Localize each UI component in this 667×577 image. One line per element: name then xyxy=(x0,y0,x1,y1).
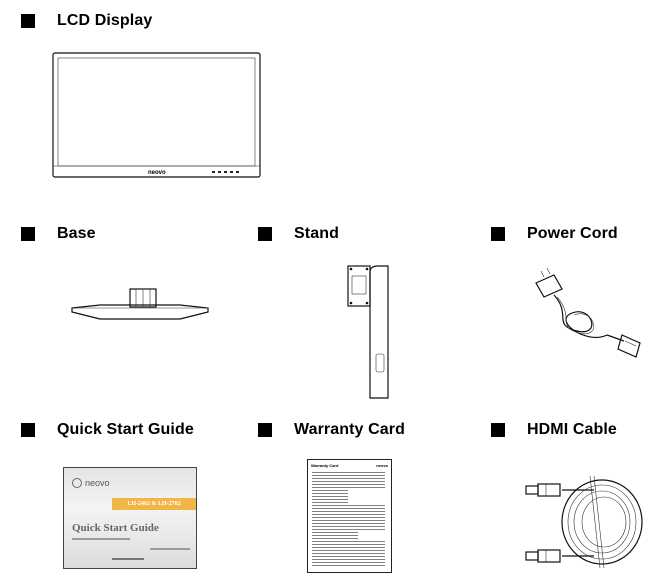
bullet-square-icon xyxy=(21,423,35,437)
heading-warranty-card: Warranty Card xyxy=(258,421,405,439)
item-label: Base xyxy=(57,225,96,242)
bullet-square-icon xyxy=(258,227,272,241)
guide-footer-bar xyxy=(112,558,144,560)
guide-title: Quick Start Guide xyxy=(72,522,159,534)
power-cord-illustration xyxy=(535,267,641,358)
bullet-square-icon xyxy=(258,423,272,437)
guide-footer-code xyxy=(150,548,190,550)
item-label: Warranty Card xyxy=(294,421,405,438)
bullet-square-icon xyxy=(21,227,35,241)
heading-power-cord: Power Cord xyxy=(491,225,618,243)
item-label: Quick Start Guide xyxy=(57,421,194,438)
heading-stand: Stand xyxy=(258,225,339,243)
hdmi-cable-illustration xyxy=(525,475,643,569)
heading-quick-start-guide: Quick Start Guide xyxy=(21,421,194,439)
warranty-card-illustration: Warranty Card neovo xyxy=(307,459,392,573)
stand-illustration xyxy=(347,265,389,399)
lcd-logo-text: neovo xyxy=(148,170,166,176)
bullet-square-icon xyxy=(491,227,505,241)
heading-base: Base xyxy=(21,225,96,243)
quick-start-guide-illustration: neovo LH-2402 & LH-2702 Quick Start Guid… xyxy=(63,467,197,569)
item-label: HDMI Cable xyxy=(527,421,617,438)
warranty-text-block xyxy=(312,472,385,568)
bullet-square-icon xyxy=(21,14,35,28)
base-illustration xyxy=(71,288,209,320)
lcd-display-illustration: neovo xyxy=(52,52,261,178)
guide-subline xyxy=(72,538,130,540)
brand-logo-icon xyxy=(72,478,82,488)
item-label: Stand xyxy=(294,225,339,242)
guide-brand: neovo xyxy=(72,478,110,488)
warranty-text-gap xyxy=(348,490,388,504)
guide-model-band: LH-2402 & LH-2702 xyxy=(112,498,196,510)
item-label: Power Cord xyxy=(527,225,618,242)
bullet-square-icon xyxy=(491,423,505,437)
warranty-text-gap xyxy=(358,530,388,540)
warranty-header: Warranty Card neovo xyxy=(311,463,388,468)
heading-hdmi-cable: HDMI Cable xyxy=(491,421,617,439)
item-label: LCD Display xyxy=(57,12,153,29)
heading-lcd-display: LCD Display xyxy=(21,12,152,30)
